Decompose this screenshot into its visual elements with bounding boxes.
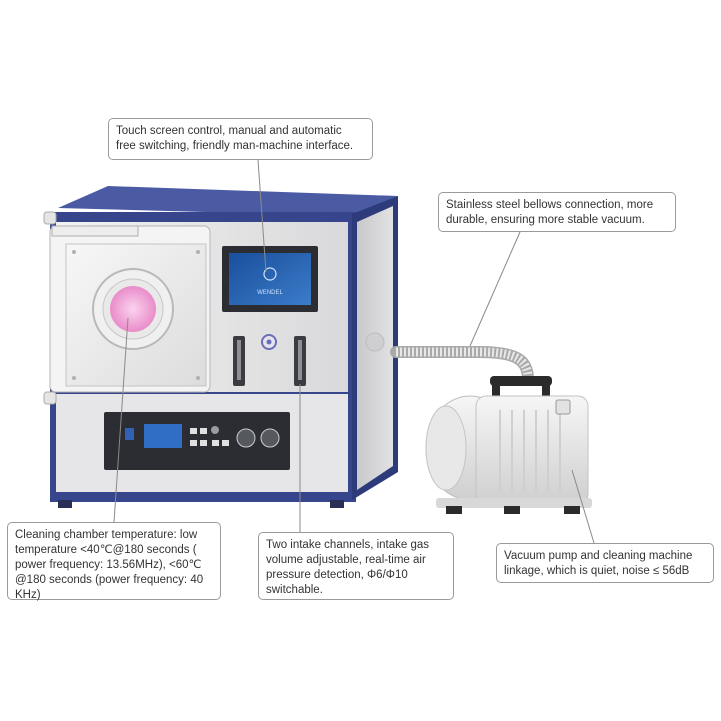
rf-dial-right bbox=[260, 428, 280, 448]
callout-line: linkage, which is quiet, noise ≤ 56dB bbox=[504, 565, 690, 577]
control-knob-1 bbox=[211, 426, 219, 434]
callout-bellows: Stainless steel bellows connection, more… bbox=[438, 192, 676, 232]
control-panel-screen bbox=[144, 424, 182, 448]
control-panel-indicator bbox=[125, 428, 134, 440]
door-bolt-4 bbox=[196, 376, 200, 380]
machine-foot-left bbox=[58, 500, 72, 508]
door-hinge-bottom bbox=[43, 391, 57, 405]
pump-motor-cap bbox=[425, 405, 467, 491]
callout-line: Cleaning chamber temperature: low bbox=[15, 529, 198, 541]
callout-line: @180 seconds (power frequency: 40 bbox=[15, 574, 204, 586]
callout-line: KHz) bbox=[15, 589, 41, 601]
pump-handle bbox=[490, 376, 552, 386]
callout-line: Two intake channels, intake gas bbox=[266, 539, 430, 551]
power-knob-center bbox=[266, 339, 272, 345]
callout-line: free switching, friendly man-machine int… bbox=[116, 140, 354, 152]
door-bolt-2 bbox=[196, 250, 200, 254]
callout-line: Stainless steel bellows connection, more bbox=[446, 199, 654, 211]
callout-line: durable, ensuring more stable vacuum. bbox=[446, 214, 645, 226]
callout-line: pressure detection, Φ6/Φ10 bbox=[266, 569, 408, 581]
callout-line: volume adjustable, real-time air bbox=[266, 554, 426, 566]
callout-line: Vacuum pump and cleaning machine bbox=[504, 550, 693, 562]
cleaning-machine: WENDEL bbox=[43, 186, 398, 508]
flowmeter-right-tube bbox=[298, 340, 302, 380]
pump-fins bbox=[499, 410, 561, 492]
screen-logo-icon bbox=[263, 267, 277, 281]
touch-screen: WENDEL bbox=[222, 246, 318, 312]
callout-line: switchable. bbox=[266, 584, 323, 596]
door-handle bbox=[51, 225, 139, 237]
touch-screen-display bbox=[229, 253, 311, 305]
control-panel-buttons bbox=[190, 428, 229, 446]
callout-line: Touch screen control, manual and automat… bbox=[116, 125, 342, 137]
pump-foot-2 bbox=[504, 506, 520, 514]
rf-dial-left bbox=[236, 428, 256, 448]
leader-touch-screen bbox=[257, 159, 267, 273]
vacuum-pump bbox=[425, 376, 592, 514]
leader-bellows bbox=[469, 231, 521, 347]
pump-valve bbox=[555, 399, 571, 415]
control-panel bbox=[104, 412, 290, 470]
callout-vacuum-pump: Vacuum pump and cleaning machine linkage… bbox=[496, 543, 714, 583]
side-vent bbox=[365, 332, 385, 352]
bellows-hose-ribs bbox=[396, 347, 533, 381]
callout-line: temperature <40℃@180 seconds ( bbox=[15, 544, 197, 556]
pump-foot-3 bbox=[564, 506, 580, 514]
pump-foot-1 bbox=[446, 506, 462, 514]
callout-chamber-temperature: Cleaning chamber temperature: low temper… bbox=[7, 522, 221, 601]
pump-base bbox=[436, 498, 592, 508]
leader-lines bbox=[113, 159, 595, 544]
pump-handle-post-right bbox=[542, 380, 550, 396]
callout-intake-channels: Two intake channels, intake gas volume a… bbox=[258, 532, 454, 600]
flowmeter-left-tube bbox=[237, 340, 241, 380]
leader-vacuum-pump bbox=[571, 469, 595, 544]
plasma-glow bbox=[110, 286, 156, 332]
door-bolt-3 bbox=[72, 376, 76, 380]
machine-foot-right bbox=[330, 500, 344, 508]
machine-top bbox=[58, 186, 398, 216]
callout-line: power frequency: 13.56MHz), <60℃ bbox=[15, 559, 202, 571]
door-bolt-1 bbox=[72, 250, 76, 254]
pump-body bbox=[475, 395, 589, 505]
door-hinge-top bbox=[43, 211, 57, 225]
callout-touch-screen: Touch screen control, manual and automat… bbox=[108, 118, 373, 160]
chamber-door bbox=[43, 211, 211, 405]
screen-logo-text: WENDEL bbox=[257, 290, 283, 296]
pump-handle-post-left bbox=[492, 380, 500, 396]
leader-chamber-temp bbox=[113, 317, 129, 523]
